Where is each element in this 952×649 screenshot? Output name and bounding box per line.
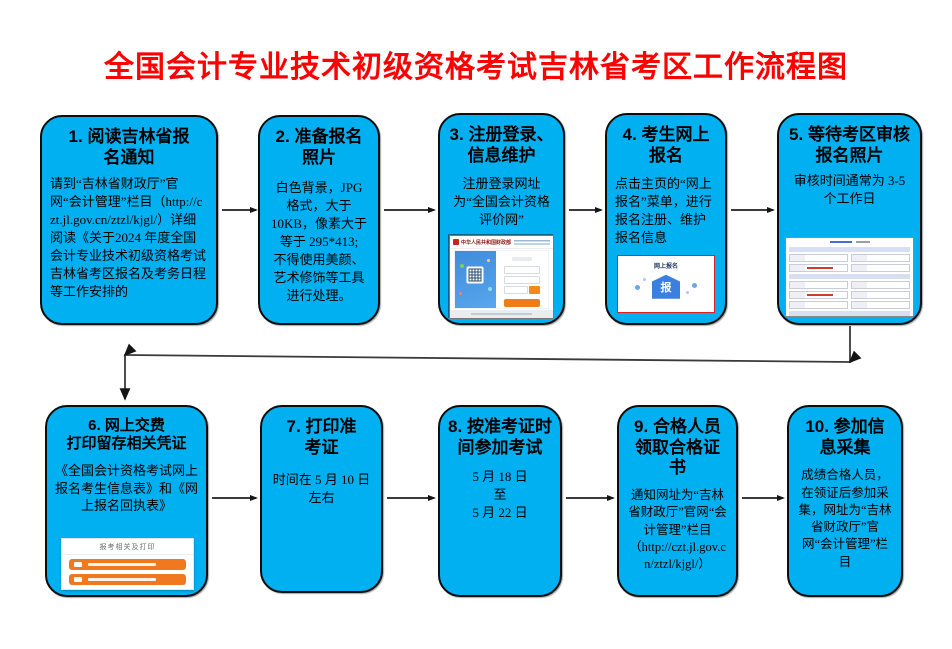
header-fine-print — [514, 239, 550, 245]
flow-arrow-2-3 — [384, 206, 436, 213]
step-2-body: 白色背景，JPG 格式，大于 10KB，像素大于等于 295*413; 不得使用… — [270, 180, 368, 304]
qr-code — [466, 266, 484, 284]
step-8-box: 8. 按准考证时间参加考试 5 月 18 日 至 5 月 22 日 — [438, 405, 562, 597]
step-6-body: 《全国会计资格考试网上报名考生信息表》和《网上报名回执表》 — [55, 462, 199, 514]
icon-glyph: 报 — [660, 281, 672, 294]
login-button — [504, 299, 540, 307]
step-10-body: 成绩合格人员，在领证后参加采集，网址为“吉林省财政厅”官网“会计管理”栏目 — [798, 468, 892, 569]
username-field — [504, 266, 540, 274]
captcha-button — [529, 286, 540, 294]
printer-icon — [74, 562, 82, 567]
decor-dot — [459, 292, 463, 296]
form-section-bar — [789, 311, 910, 316]
print-receipt-button — [69, 574, 186, 585]
mof-site-title: 中华人民共和国财政部 — [461, 239, 512, 246]
step-8-heading: 8. 按准考证时间参加考试 — [448, 417, 552, 457]
step-4-body: 点击主页的“网上报名”菜单，进行报名注册、维护报名信息 — [615, 176, 712, 246]
registration-form-screenshot — [785, 237, 914, 317]
national-emblem-icon — [453, 239, 459, 245]
password-field — [504, 276, 540, 284]
online-registration-card: 网上报名 报 — [617, 255, 715, 313]
button-label-bar — [88, 563, 156, 566]
form-header-links — [788, 239, 911, 245]
step-1-box: 1. 阅读吉林省报 名通知 请到“吉林省财政厅”官网“会计管理”栏目（http:… — [40, 115, 218, 325]
flow-arrow-9-10 — [742, 494, 785, 501]
print-info-button — [69, 559, 186, 570]
step-5-box: 5. 等待考区审核报名照片 审核时间通常为 3-5 个工作日 — [777, 113, 922, 325]
button-label-bar — [88, 578, 156, 581]
step-10-heading: 10. 参加信息采集 — [805, 417, 885, 457]
decor-dot — [635, 285, 641, 291]
step-4-heading: 4. 考生网上 报名 — [622, 125, 710, 165]
decor-dot — [691, 282, 697, 288]
flowchart-title: 全国会计专业技术初级资格考试吉林省考区工作流程图 — [104, 51, 848, 84]
step-10-box: 10. 参加信息采集 成绩合格人员，在领证后参加采集，网址为“吉林省财政厅”官网… — [787, 405, 903, 597]
decor-dot — [459, 263, 464, 268]
flow-arrow-4-5 — [731, 206, 775, 213]
login-page-screenshot: 中华人民共和国财政部 — [449, 235, 554, 319]
step-3-box: 3. 注册登录、 信息维护 注册登录网址为“全国会计资格评价网” 中华人民共和国… — [438, 113, 565, 325]
step-6-heading: 6. 网上交费 打印留存相关凭证 — [66, 417, 187, 453]
decor-dot — [487, 258, 491, 262]
step-3-heading: 3. 注册登录、 信息维护 — [449, 125, 554, 165]
form-section-bar — [789, 247, 910, 252]
step-8-body: 5 月 18 日 至 5 月 22 日 — [472, 469, 528, 521]
flow-arrow-7-8 — [387, 494, 436, 501]
step-4-box: 4. 考生网上 报名 点击主页的“网上报名”菜单，进行报名注册、维护报名信息 网… — [605, 113, 727, 325]
step-9-box: 9. 合格人员领取合格证书 通知网址为“吉林省财政厅”官网“会计管理”栏目 （h… — [617, 405, 738, 597]
site-footer — [450, 310, 553, 318]
step-2-box: 2. 准备报名 照片 白色背景，JPG 格式，大于 10KB，像素大于等于 29… — [258, 115, 380, 325]
flow-arrow-8-9 — [566, 494, 615, 501]
flow-arrow-3-4 — [569, 206, 603, 213]
step-9-body: 通知网址为“吉林省财政厅”官网“会计管理”栏目 （http://czt.jl.g… — [628, 488, 727, 572]
flow-arrow-6-7 — [212, 494, 258, 501]
registration-icon: 报 — [652, 274, 680, 299]
step-2-heading: 2. 准备报名 照片 — [275, 127, 363, 167]
mof-site-header: 中华人民共和国财政部 — [450, 236, 553, 249]
print-card-screenshot: 报考相关及打印 — [61, 538, 194, 590]
flow-arrow-1-2 — [222, 206, 258, 213]
qr-login-panel — [455, 251, 496, 308]
login-panel — [454, 250, 549, 318]
login-form — [495, 251, 548, 318]
step-1-heading: 1. 阅读吉林省报 名通知 — [68, 127, 190, 167]
step-7-heading: 7. 打印准 考证 — [286, 417, 357, 457]
card-title: 网上报名 — [653, 264, 678, 270]
step-1-body: 请到“吉林省财政厅”官网“会计管理”栏目（http://czt.jl.gov.c… — [50, 176, 207, 300]
decor-dot — [642, 278, 646, 282]
step-7-body: 时间在 5 月 10 日左右 — [272, 472, 371, 506]
step-5-heading: 5. 等待考区审核报名照片 — [789, 125, 910, 165]
print-card-title: 报考相关及打印 — [62, 539, 193, 555]
captcha-field — [504, 286, 529, 294]
form-rows — [788, 281, 911, 309]
form-rows — [788, 254, 911, 272]
step-5-body: 审核时间通常为 3-5 个工作日 — [793, 173, 906, 207]
step-7-box: 7. 打印准 考证 时间在 5 月 10 日左右 — [260, 405, 383, 593]
step-6-box: 6. 网上交费 打印留存相关凭证 《全国会计资格考试网上报名考生信息表》和《网上… — [45, 405, 208, 597]
decor-dot — [487, 286, 492, 291]
form-section-bar — [789, 274, 910, 279]
printer-icon — [74, 577, 82, 582]
form-title-bar — [511, 257, 533, 261]
step-9-heading: 9. 合格人员领取合格证书 — [634, 417, 721, 478]
decor-dot — [686, 290, 690, 294]
step-3-body: 注册登录网址为“全国会计资格评价网” — [453, 176, 550, 228]
